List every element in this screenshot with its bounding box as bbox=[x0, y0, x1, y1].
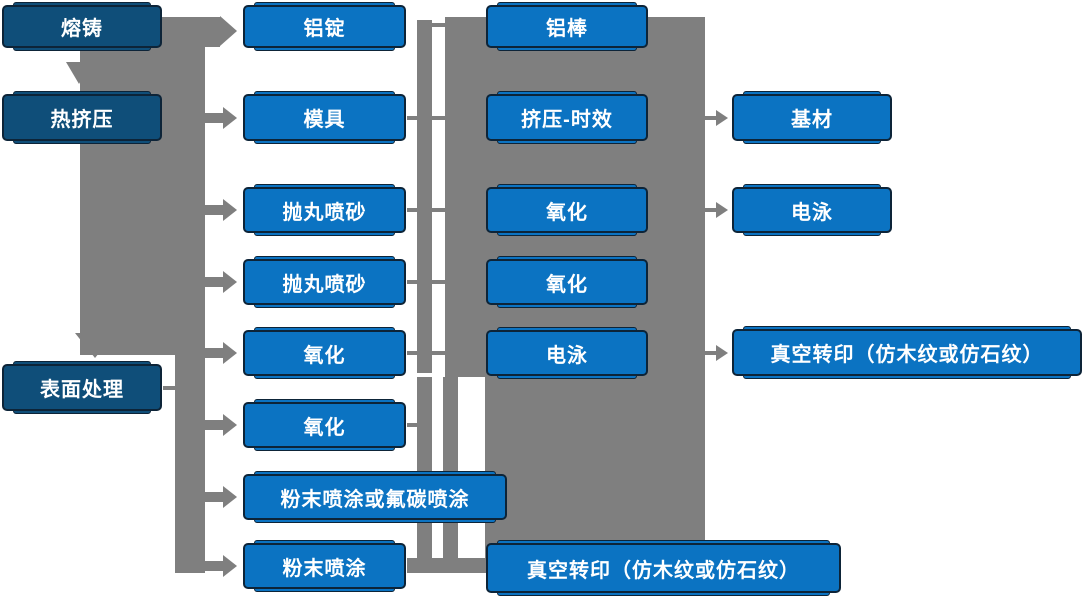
node-vacuum-transfer-print-2-label: 真空转印（仿木纹或仿石纹） bbox=[770, 344, 1044, 366]
node-oxidation-a2: 氧化 bbox=[243, 399, 406, 451]
arrowhead-to-surface-treatment bbox=[75, 333, 115, 358]
stub-to-powder-coating bbox=[205, 561, 225, 571]
arrowhead-to-base-material bbox=[716, 110, 728, 126]
arrowhead-to-mold bbox=[223, 107, 237, 129]
node-surface-treatment-label: 表面处理 bbox=[40, 379, 124, 401]
node-vacuum-transfer-print-1: 真空转印（仿木纹或仿石纹） bbox=[486, 540, 841, 596]
arrowhead-to-oxidation-a2 bbox=[223, 414, 237, 436]
arrowhead-to-powder-fluorocarbon bbox=[223, 486, 237, 508]
node-shot-blasting-1-label: 抛丸喷砂 bbox=[282, 201, 367, 224]
node-melt-casting: 熔铸 bbox=[2, 2, 162, 51]
node-powder-coating: 粉末喷涂 bbox=[243, 540, 406, 592]
arrowhead-to-shot-blasting-1 bbox=[223, 199, 237, 221]
node-powder-or-fluorocarbon-coating: 粉末喷涂或氟碳喷涂 bbox=[243, 471, 507, 523]
arrowhead-to-oxidation-a1 bbox=[223, 342, 237, 364]
node-electrophoresis-2-label: 电泳 bbox=[791, 201, 833, 224]
connector-bottom-strip bbox=[407, 558, 485, 573]
arrowhead-to-powder-coating bbox=[223, 555, 237, 577]
node-aluminum-ingot-label: 铝锭 bbox=[303, 18, 346, 40]
arrowhead-to-vacuum-transfer-2 bbox=[716, 345, 728, 361]
stub-to-powder-fluorocarbon bbox=[205, 492, 225, 502]
node-oxidation-b2: 氧化 bbox=[486, 256, 648, 308]
node-oxidation-a2-label: 氧化 bbox=[303, 416, 346, 439]
stub-to-oxidation-a1 bbox=[205, 348, 225, 358]
node-shot-blasting-1: 抛丸喷砂 bbox=[243, 184, 406, 236]
node-oxidation-b1: 氧化 bbox=[486, 184, 648, 236]
stub-oxidation-a1-to-block bbox=[407, 351, 448, 355]
node-melt-casting-label: 熔铸 bbox=[61, 18, 103, 40]
node-vacuum-transfer-print-2: 真空转印（仿木纹或仿石纹） bbox=[732, 326, 1082, 379]
node-extrusion-aging-label: 挤压-时效 bbox=[521, 109, 613, 131]
node-hot-extrusion: 热挤压 bbox=[2, 91, 162, 144]
node-powder-coating-label: 粉末喷涂 bbox=[282, 557, 367, 580]
node-vacuum-transfer-print-1-label: 真空转印（仿木纹或仿石纹） bbox=[527, 559, 800, 582]
stub-to-base-material bbox=[705, 116, 717, 120]
stub-shot2-to-block bbox=[407, 280, 448, 284]
node-electrophoresis-1-label: 电泳 bbox=[546, 344, 588, 367]
arrowhead-melt-to-extrusion bbox=[66, 62, 92, 84]
node-mold: 模具 bbox=[243, 91, 406, 144]
node-aluminum-rod-label: 铝棒 bbox=[546, 18, 588, 40]
connector-middle-bar-upper bbox=[417, 20, 432, 373]
node-base-material: 基材 bbox=[732, 91, 892, 144]
connector-surface-treatment-link bbox=[163, 386, 175, 390]
stub-oxidation-a2-to-bar bbox=[407, 423, 417, 427]
node-hot-extrusion-label: 热挤压 bbox=[50, 109, 114, 131]
node-surface-treatment: 表面处理 bbox=[2, 361, 162, 414]
node-aluminum-ingot: 铝锭 bbox=[243, 2, 406, 51]
node-oxidation-b2-label: 氧化 bbox=[546, 273, 588, 296]
node-oxidation-a1-label: 氧化 bbox=[303, 344, 346, 367]
arrowhead-to-shot-blasting-2 bbox=[223, 271, 237, 293]
node-electrophoresis-1: 电泳 bbox=[486, 327, 648, 379]
node-mold-label: 模具 bbox=[303, 109, 346, 131]
node-aluminum-rod: 铝棒 bbox=[486, 2, 648, 51]
stub-to-shot-blasting-1 bbox=[205, 205, 225, 215]
stub-bar-to-block-top bbox=[432, 23, 448, 27]
node-powder-or-fluorocarbon-coating-label: 粉末喷涂或氟碳喷涂 bbox=[280, 488, 470, 511]
stub-mold-to-block bbox=[407, 116, 448, 120]
stub-to-electrophoresis-2 bbox=[705, 208, 717, 212]
stub-to-vacuum-transfer-2 bbox=[705, 351, 717, 355]
node-electrophoresis-2: 电泳 bbox=[732, 184, 892, 236]
stub-to-shot-blasting-2 bbox=[205, 277, 225, 287]
stub-to-mold bbox=[205, 113, 225, 123]
stub-shot1-to-block bbox=[407, 208, 448, 212]
node-shot-blasting-2: 抛丸喷砂 bbox=[243, 256, 406, 308]
node-oxidation-b1-label: 氧化 bbox=[546, 201, 588, 224]
connector-left-trunk bbox=[175, 17, 205, 573]
node-extrusion-aging: 挤压-时效 bbox=[486, 91, 648, 144]
arrowhead-to-aluminum-ingot bbox=[220, 16, 237, 46]
node-base-material-label: 基材 bbox=[791, 109, 833, 131]
arrowhead-to-electrophoresis-2 bbox=[716, 202, 728, 218]
stub-to-oxidation-a2 bbox=[205, 420, 225, 430]
node-shot-blasting-2-label: 抛丸喷砂 bbox=[282, 273, 367, 296]
node-oxidation-a1: 氧化 bbox=[243, 327, 406, 379]
